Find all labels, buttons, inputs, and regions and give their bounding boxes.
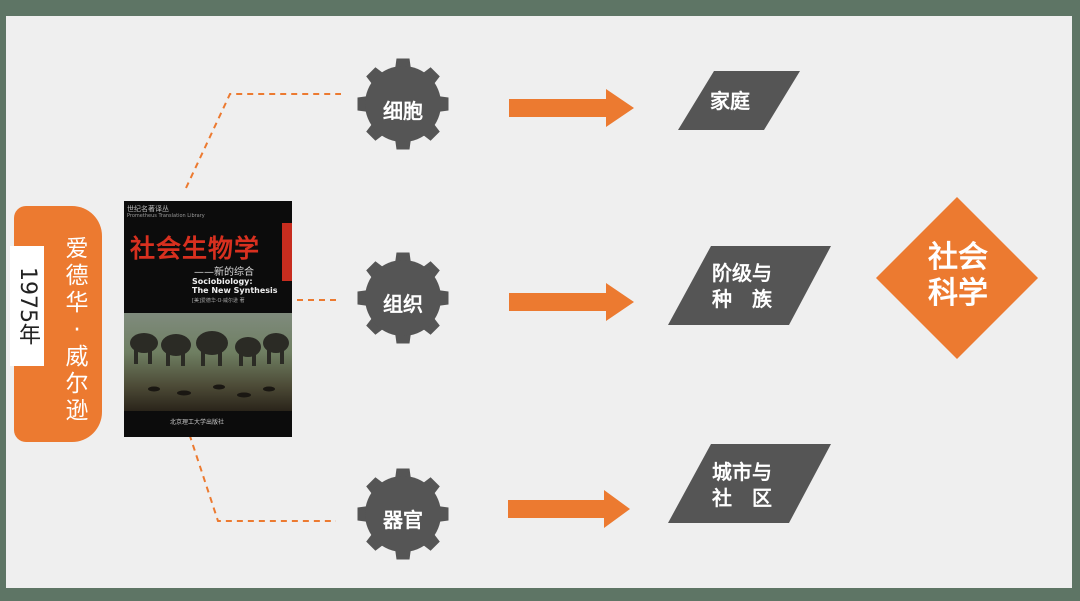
book-cover-image: 世纪名著译丛 Prometheus Translation Library 社会… [124, 201, 292, 437]
elephant-silhouettes [130, 331, 289, 398]
connector-line-top [185, 93, 341, 189]
book-title-en-1: Sociobiology: [192, 277, 253, 286]
conclusion-label: 社会 科学 [928, 240, 988, 311]
gear-icon-cell-body [365, 66, 441, 142]
book-title-en-2: The New Synthesis [192, 286, 278, 295]
slide-canvas: 1975年 爱德华·威尔逊 世纪名著译丛 Prometheus Translat… [6, 16, 1072, 588]
diagram-graphics [185, 58, 1038, 560]
book-subtitle: ——新的综合 [194, 267, 254, 278]
author-name: 爱德华·威尔逊 [65, 236, 89, 424]
book-elephant-scene [124, 313, 292, 411]
book-red-stripe [282, 223, 292, 281]
target-label-city-community: 城市与 社 区 [712, 460, 772, 510]
target-box-city-community [668, 444, 831, 523]
target-label-class-race: 阶级与 种 族 [712, 261, 772, 311]
connector-line-bottom [185, 423, 336, 522]
year-label: 1975年 [15, 267, 40, 345]
book-series: 世纪名著译丛 [127, 205, 169, 213]
arrow-right-middle [509, 283, 634, 321]
gear-icon-tissue-body [365, 260, 441, 336]
target-box-class-race [668, 246, 831, 325]
arrow-right-bottom [508, 490, 630, 528]
book-title: 社会生物学 [130, 234, 261, 263]
book-publisher: 北京理工大学出版社 [170, 419, 225, 426]
gear-label-tissue: 组织 [383, 292, 423, 316]
gear-label-organ: 器官 [383, 508, 423, 532]
book-series-en: Prometheus Translation Library [127, 213, 205, 219]
gear-label-cell: 细胞 [383, 99, 423, 123]
conclusion-diamond [876, 197, 1038, 359]
arrow-right-top [509, 89, 634, 127]
target-label-family: 家庭 [710, 89, 750, 113]
target-box-family [678, 71, 800, 130]
year-badge [10, 246, 44, 366]
gear-icon-organ-body [365, 476, 441, 552]
book-authors: [美]爱德华·O·威尔逊 著 [192, 298, 245, 304]
